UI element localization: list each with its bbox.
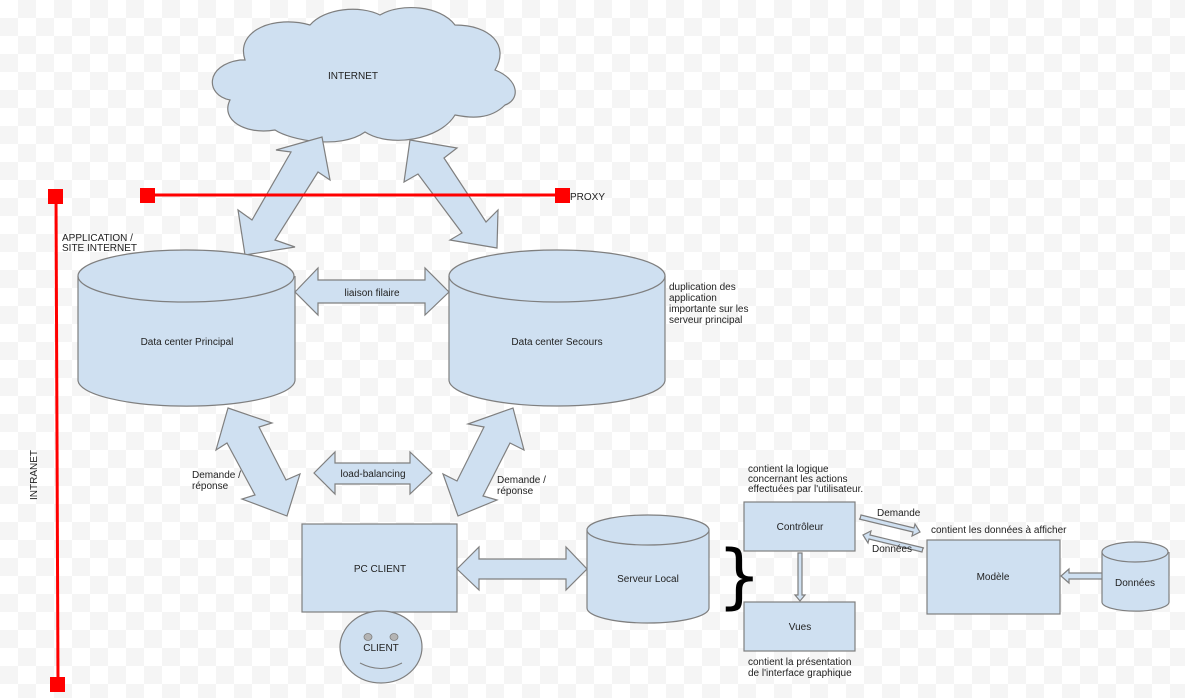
demande-reponse-right: Demande / réponse [497,475,549,497]
duplication-note: duplication des application importante s… [669,282,751,326]
pc-client-label: PC CLIENT [354,564,406,575]
internet-cloud[interactable]: INTERNET [211,6,516,143]
svg-text:Demande: Demande [877,508,921,519]
svg-text:load-balancing: load-balancing [340,469,405,480]
datacenter-principal-label: Data center Principal [141,337,234,348]
controleur-note: contient la logique concernant les actio… [748,464,863,495]
load-balancing-arrow: load-balancing [313,450,433,496]
vues-label: Vues [789,622,811,633]
proxy-boundary: PROXY [140,188,605,203]
modele-note: contient les données à afficher [931,525,1067,536]
intranet-label: INTRANET [29,450,40,500]
serveur-local-label: Serveur Local [617,574,679,585]
donnees-database[interactable]: Données [1101,541,1170,612]
modele-box[interactable]: Modèle [926,539,1061,615]
serveur-local[interactable]: Serveur Local [586,514,710,624]
application-site-label: APPLICATION / SITE INTERNET [62,233,137,254]
internet-label: INTERNET [328,71,378,82]
pc-client[interactable]: PC CLIENT [301,523,458,613]
controleur-box[interactable]: Contrôleur [743,501,856,552]
arrow-donnees-modele [1060,567,1104,585]
datacenter-secours[interactable]: Data center Secours [448,249,666,407]
arrow-pc-serveur [456,545,588,592]
datacenter-secours-label: Data center Secours [511,337,602,348]
arrow-controleur-vues [793,552,807,602]
proxy-label: PROXY [570,192,605,203]
datacenter-principal[interactable]: Data center Principal [77,249,296,407]
client-avatar: CLIENT [339,610,423,684]
vues-box[interactable]: Vues [743,601,856,652]
controleur-label: Contrôleur [777,522,824,533]
arrow-principal-client [214,407,301,517]
demande-arrow: Demande [858,508,921,538]
client-label: CLIENT [363,643,399,654]
svg-text:liaison filaire: liaison filaire [344,288,399,299]
modele-label: Modèle [977,572,1010,583]
demande-reponse-left: Demande / réponse [192,470,244,492]
liaison-filaire-arrow: liaison filaire [294,266,450,317]
svg-text:Données: Données [872,544,912,555]
donnees-arrow: Données [862,529,925,555]
donnees-label: Données [1115,578,1155,589]
intranet-boundary: INTRANET [29,189,65,692]
arrow-secours-client [441,407,525,517]
vues-note: contient la présentation de l'interface … [748,657,854,679]
